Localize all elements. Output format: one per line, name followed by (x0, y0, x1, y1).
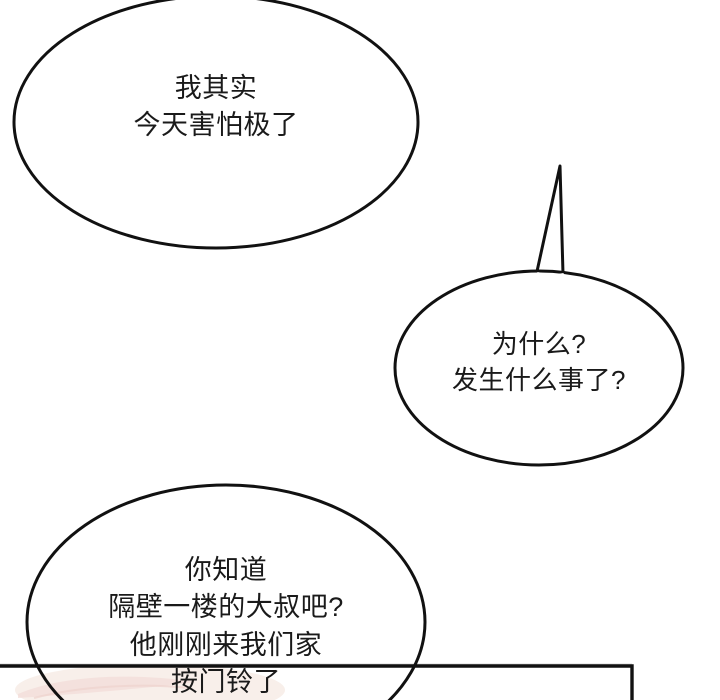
blush-highlight-group (15, 664, 285, 700)
speech-bubble-2-tail-join (536, 272, 565, 279)
blush-stroke (33, 684, 191, 699)
speech-bubble-1 (12, 0, 420, 250)
next-panel-frame (0, 664, 634, 700)
speech-bubble-3 (25, 483, 427, 700)
speech-bubble-2-outline (393, 269, 685, 467)
speech-bubble-3-outline (25, 483, 427, 700)
speech-bubble-1-outline (12, 0, 420, 250)
speech-bubble-2 (393, 164, 685, 467)
next-panel-border (0, 664, 634, 700)
